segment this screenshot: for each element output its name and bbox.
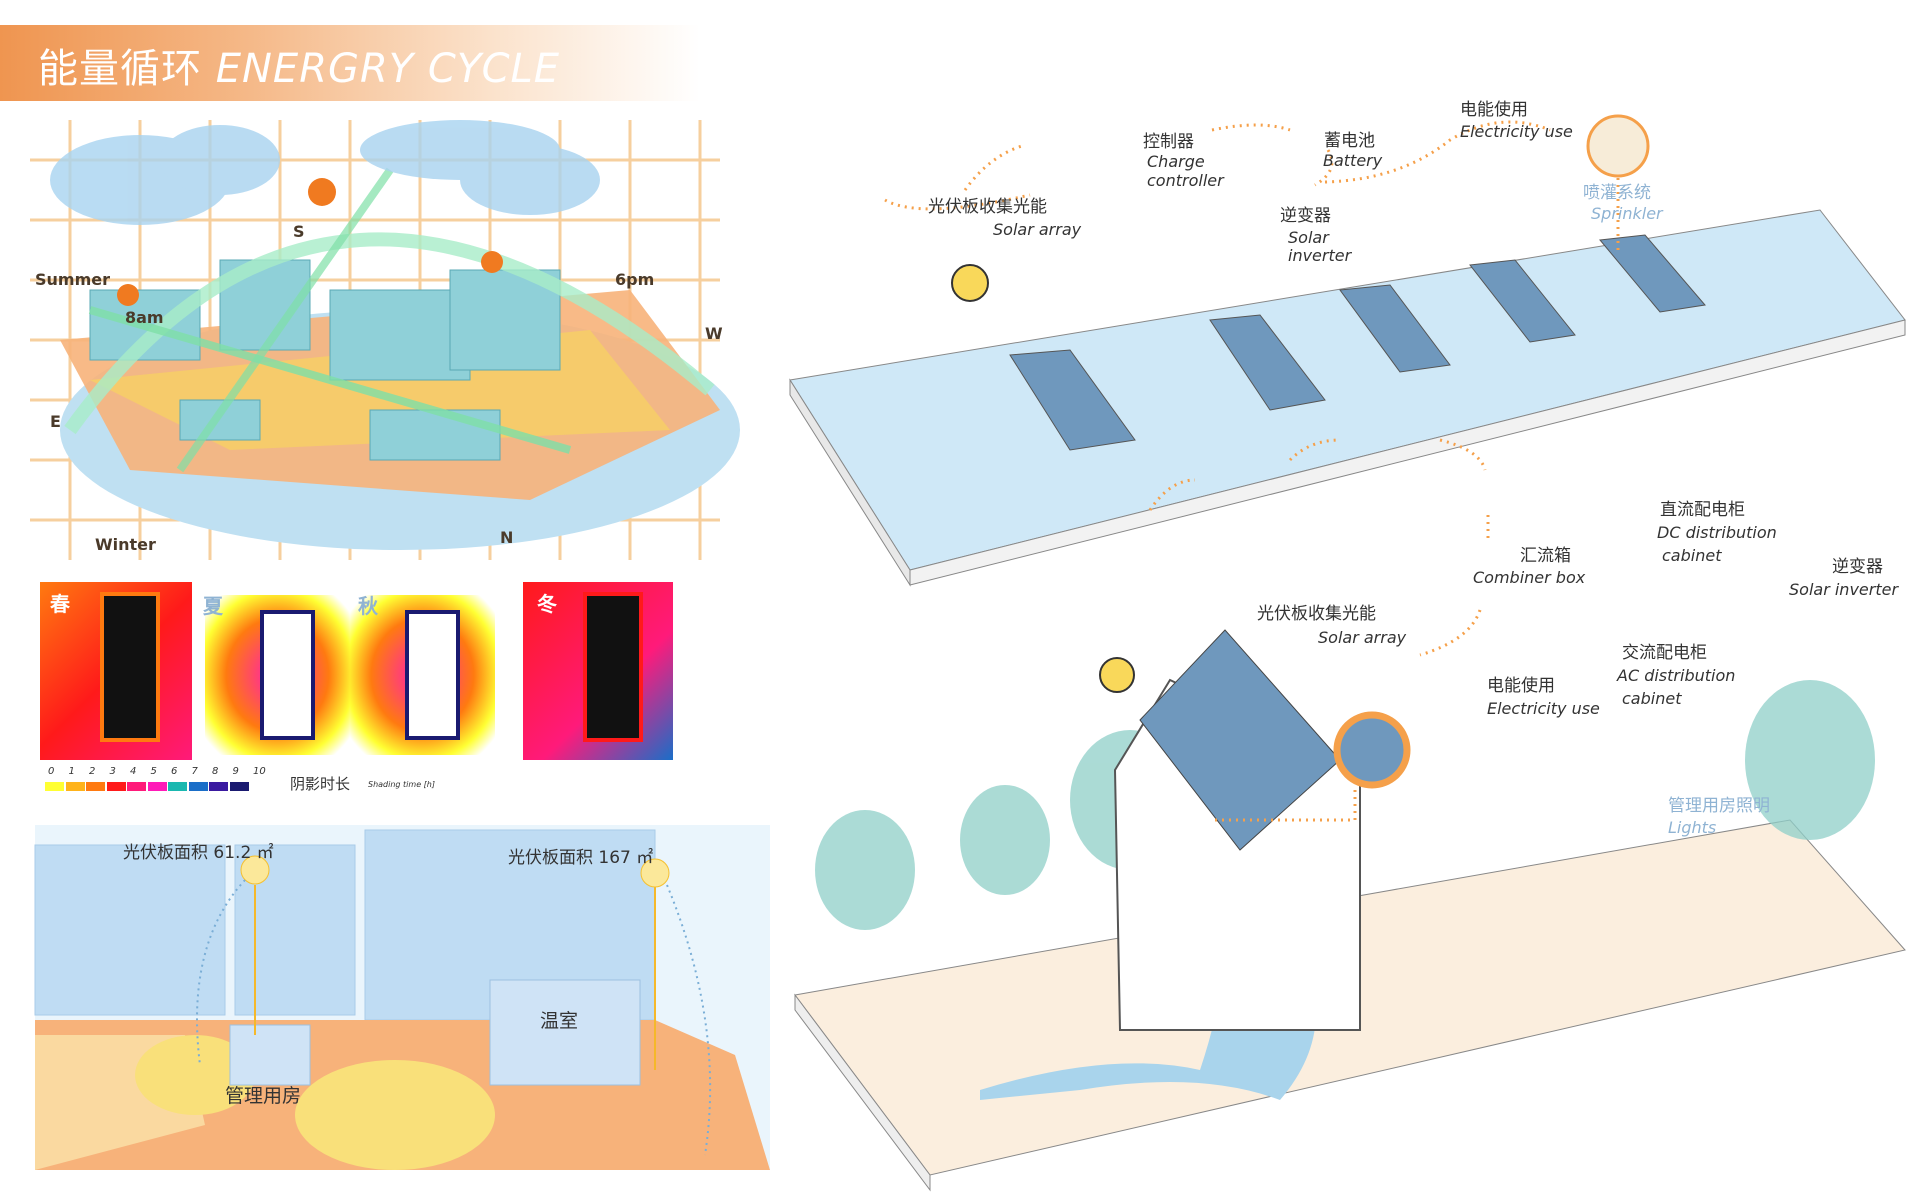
lights-zh: 管理用房照明 (1668, 796, 1770, 816)
site-plan (34, 825, 770, 1170)
controller-en-2: controller (1147, 171, 1224, 190)
controller-zh: 控制器 (1143, 132, 1194, 152)
flow-arrows (1148, 438, 1490, 822)
solar-icon (640, 858, 670, 888)
shading-map-summer (205, 595, 350, 755)
title-banner (0, 25, 700, 101)
sprinkler-zh: 喷灌系统 (1583, 183, 1651, 203)
combiner-box-en: Combiner box (1473, 568, 1586, 587)
lights-icon (1333, 711, 1411, 789)
sprinkler-icon (1586, 114, 1650, 178)
sun-icon (1099, 657, 1135, 693)
greenhouse-label: 温室 (540, 1010, 579, 1032)
label-east: E (50, 412, 61, 431)
house-electricity-use-en: Electricity use (1487, 699, 1600, 718)
page-title: 能量循环 ENERGRY CYCLE (38, 36, 560, 94)
house-solar-array-zh: 光伏板收集光能 (1257, 604, 1376, 624)
shading-map-winter (523, 582, 673, 760)
legend-tick: 1 (68, 766, 75, 777)
house-inverter-zh: 逆变器 (1832, 557, 1883, 577)
house-solar-diagram (794, 438, 1906, 1192)
legend-swatch (229, 782, 249, 791)
season-spring: 春 (50, 592, 70, 616)
farm-solar-array-zh: 光伏板收集光能 (928, 197, 1047, 217)
combiner-box-zh: 汇流箱 (1520, 546, 1571, 566)
label-west: W (705, 324, 723, 343)
legend-tick: 6 (171, 766, 178, 777)
label-winter: Winter (95, 535, 156, 554)
title-zh: 能量循环 (38, 46, 202, 92)
controller-en-1: Charge (1147, 152, 1205, 171)
sprinkler-en: Sprinkler (1591, 204, 1663, 223)
farm-electricity-use-en: Electricity use (1460, 122, 1573, 141)
label-6pm: 6pm (615, 270, 655, 289)
solar-icon (240, 855, 270, 885)
dc-cabinet-en-2: cabinet (1662, 546, 1722, 565)
management-house-label: 管理用房 (225, 1085, 302, 1107)
ac-cabinet-en-2: cabinet (1622, 689, 1682, 708)
winter-sun-arc (88, 306, 572, 454)
legend-tick: 2 (89, 766, 96, 777)
house-electricity-use-zh: 电能使用 (1487, 676, 1555, 696)
legend-tick: 10 (253, 766, 266, 777)
farm-solar-diagram (789, 114, 1906, 587)
ac-cabinet-zh: 交流配电柜 (1622, 643, 1707, 663)
legend-swatch (188, 782, 208, 791)
legend-swatch (45, 782, 64, 791)
house-solar-array-en: Solar array (1318, 628, 1407, 647)
solar-panels (1009, 234, 1706, 451)
legend-tick: 8 (212, 766, 219, 777)
label-north: N (500, 528, 514, 547)
summer-sun-arc (64, 232, 715, 435)
legend-tick: 3 (109, 766, 116, 777)
farm-inverter-zh: 逆变器 (1280, 206, 1331, 226)
legend-tick: 5 (150, 766, 157, 777)
legend-swatch (106, 782, 126, 791)
farm-electricity-use-zh: 电能使用 (1460, 100, 1528, 120)
management-house-block (229, 1024, 311, 1086)
label-south: S (293, 222, 305, 241)
pv-area-left: 光伏板面积 61.2 ㎡ (123, 843, 274, 863)
legend-swatch (127, 782, 146, 791)
legend-label-en: Shading time [h] (368, 780, 435, 789)
ac-cabinet-en-1: AC distribution (1617, 666, 1736, 685)
sun-icons (117, 178, 503, 306)
label-8am: 8am (125, 308, 164, 327)
shading-map-autumn (350, 595, 495, 755)
lights-en: Lights (1668, 818, 1717, 837)
legend-label-zh: 阴影时长 (290, 775, 351, 793)
season-summer: 夏 (203, 594, 223, 618)
legend-tick: 7 (191, 766, 198, 777)
legend-tick: 4 (130, 766, 137, 777)
title-en: ENERGRY CYCLE (215, 46, 561, 92)
dc-cabinet-zh: 直流配电柜 (1660, 500, 1745, 520)
legend-swatch (168, 782, 187, 791)
sun-path-diagram (30, 120, 740, 560)
season-winter: 冬 (537, 592, 557, 616)
battery-en: Battery (1323, 151, 1383, 170)
shading-map-spring (40, 582, 192, 760)
legend-swatch (147, 782, 167, 791)
house-inverter-en: Solar inverter (1789, 580, 1899, 599)
battery-zh: 蓄电池 (1324, 131, 1375, 151)
flow-arrows (884, 120, 1620, 250)
legend-tick: 0 (48, 766, 55, 777)
pv-area-right: 光伏板面积 167 ㎡ (508, 848, 654, 868)
clouds (50, 120, 600, 225)
farm-inverter-en-2: inverter (1288, 246, 1352, 265)
farm-solar-array-en: Solar array (993, 220, 1082, 239)
label-summer: Summer (35, 270, 110, 289)
legend-swatch (209, 782, 228, 791)
dc-cabinet-en-1: DC distribution (1657, 523, 1777, 542)
season-autumn: 秋 (358, 594, 378, 618)
farm-inverter-en-1: Solar (1288, 228, 1329, 247)
legend-swatch (86, 782, 105, 791)
legend-tick: 9 (232, 766, 239, 777)
greenhouse-block (489, 979, 641, 1086)
legend-swatch (65, 782, 85, 791)
sun-icon (951, 264, 989, 302)
